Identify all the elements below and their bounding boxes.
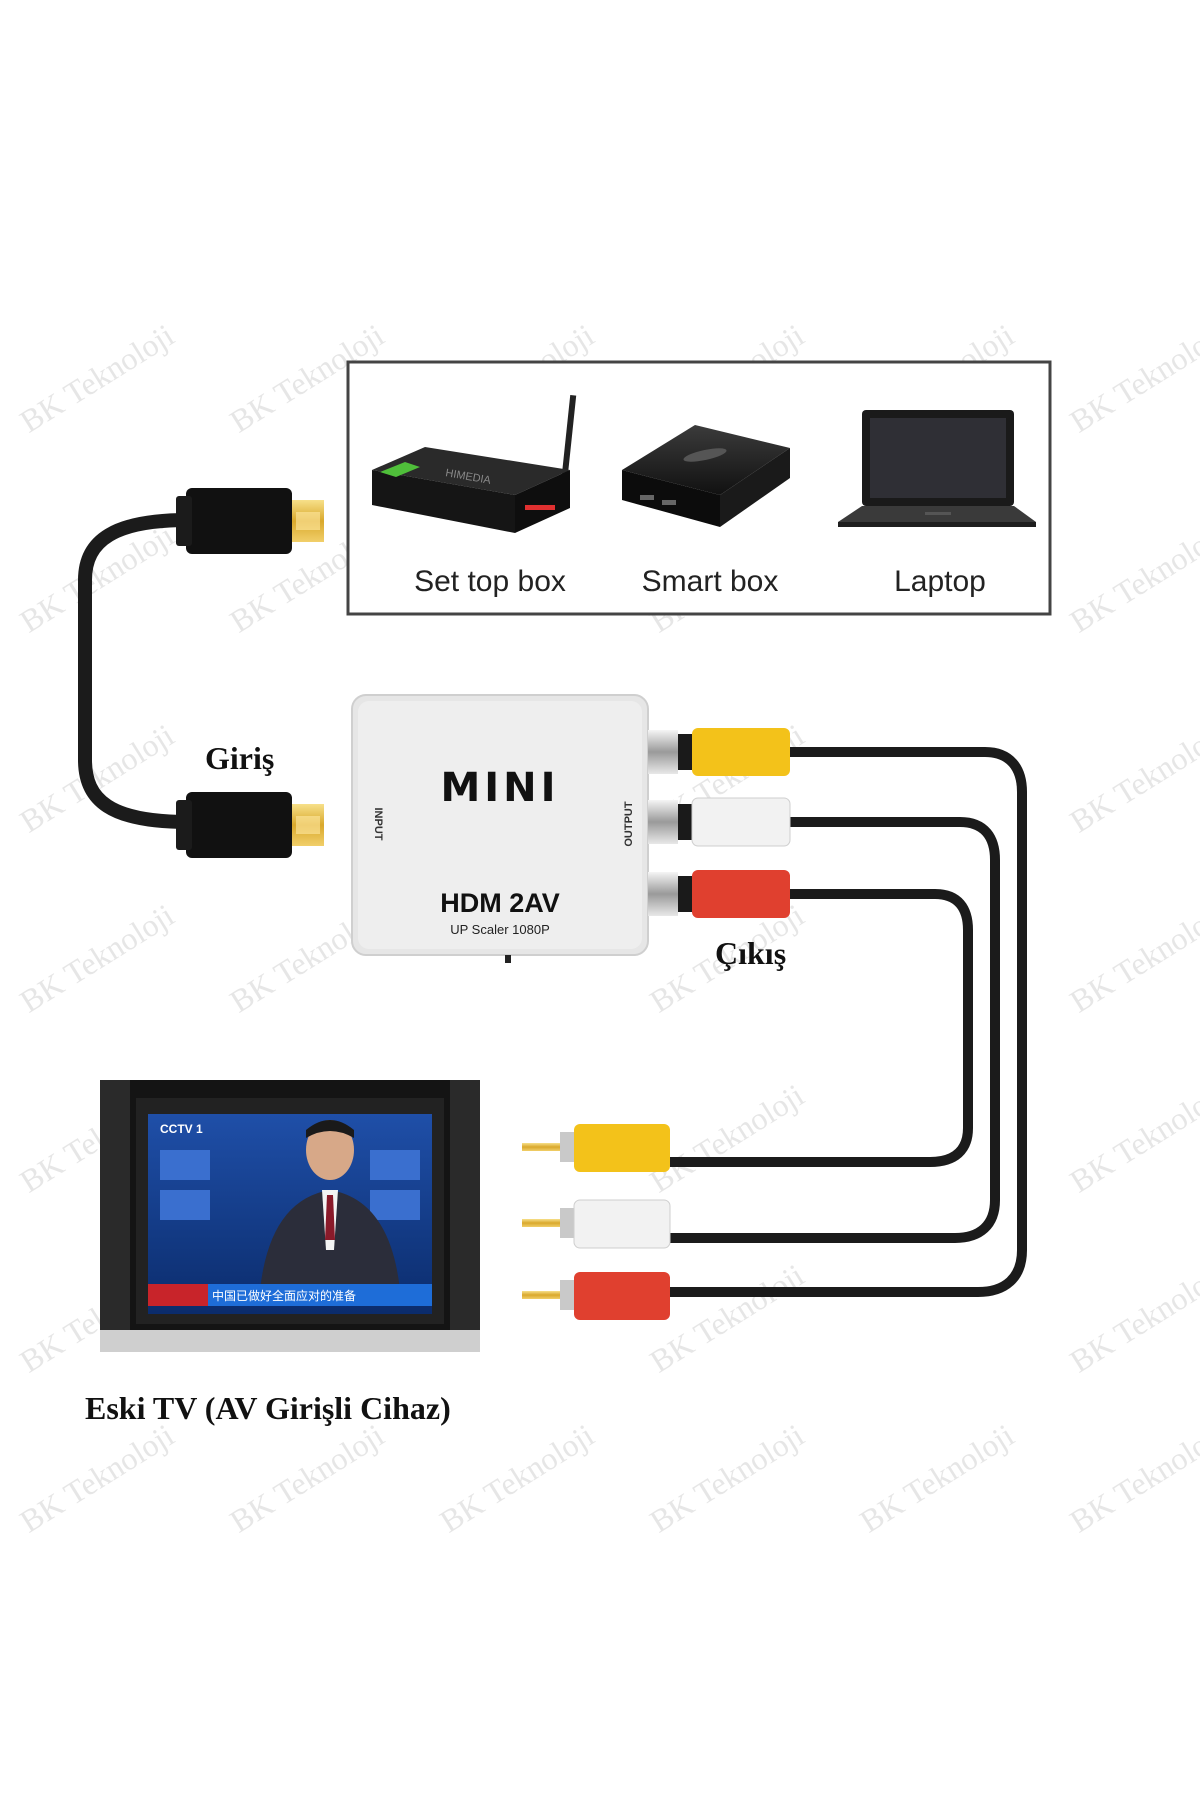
cable-white bbox=[670, 817, 1000, 1243]
rca-plug-red-output bbox=[678, 870, 790, 918]
crt-tv-image bbox=[100, 1080, 480, 1352]
rca-plug-white-output bbox=[678, 797, 791, 847]
laptop-label: Laptop bbox=[894, 565, 986, 598]
converter-model: HDM 2AV bbox=[440, 888, 560, 918]
tv-label: Eski TV (AV Girişli Cihaz) bbox=[85, 1390, 451, 1426]
smart-box-image bbox=[622, 425, 790, 527]
rca-plug-yellow-tv bbox=[522, 1124, 670, 1172]
hdmi-to-av-converter bbox=[351, 694, 649, 963]
laptop-image bbox=[838, 410, 1036, 527]
output-jacks bbox=[648, 730, 678, 916]
tv-news-ticker: 中国已做好全面应对的准备 bbox=[212, 1289, 357, 1303]
cable-red bbox=[670, 889, 973, 1167]
rca-plug-white-tv bbox=[522, 1199, 671, 1249]
converter-subtitle: UP Scaler 1080P bbox=[450, 922, 550, 937]
tv-channel-logo: CCTV 1 bbox=[160, 1122, 203, 1136]
converter-input-label: INPUT bbox=[372, 807, 384, 841]
hdmi-connector-bottom bbox=[176, 792, 324, 858]
hdmi-connector-top bbox=[176, 488, 324, 554]
converter-output-label: OUTPUT bbox=[623, 801, 635, 847]
input-label: Giriş bbox=[205, 740, 275, 776]
output-label: Çıkış bbox=[715, 935, 787, 971]
converter-brand: MINI bbox=[440, 765, 560, 811]
cable-yellow bbox=[670, 747, 1027, 1297]
set-top-box-image: HIMEDIA bbox=[372, 394, 577, 533]
hdmi-cable bbox=[78, 513, 195, 829]
rca-plug-red-tv bbox=[522, 1272, 670, 1320]
smart-box-label: Smart box bbox=[641, 565, 779, 598]
set-top-box-label: Set top box bbox=[414, 565, 566, 598]
rca-plug-yellow-output bbox=[678, 728, 790, 776]
